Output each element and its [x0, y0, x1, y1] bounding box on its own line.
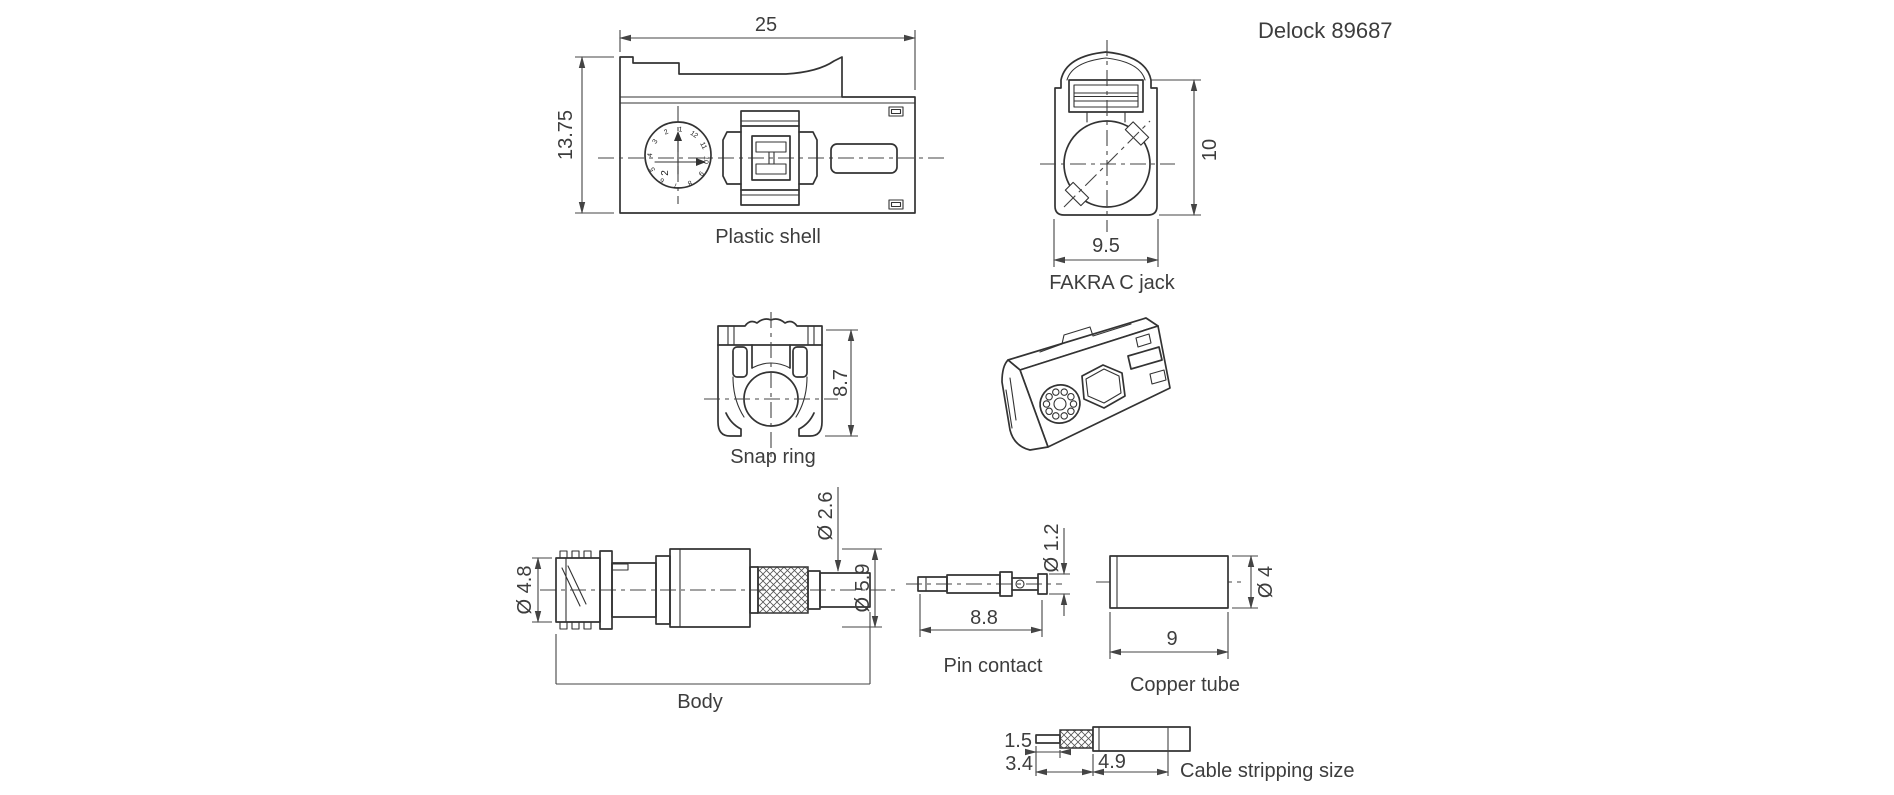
shell-window — [830, 143, 898, 174]
label-body: Body — [677, 691, 723, 713]
dial-3d-dot — [1052, 388, 1060, 396]
dial-number-4: 4 — [647, 153, 654, 158]
dial-number-11: 11 — [698, 141, 707, 151]
dim-text-9: 9 — [1166, 628, 1177, 650]
dial-number-12: 12 — [689, 130, 699, 140]
dial-3d-dot — [1045, 392, 1053, 401]
dim-text-13-75: 13.75 — [555, 110, 577, 160]
view-fakra-jack: 9.5 10 FAKRA C jack — [1040, 40, 1221, 294]
dim-strip-conductor: 1.5 — [1004, 730, 1071, 756]
dim-body-outer: Ø 4.8 — [514, 557, 552, 623]
dim-strip-dielectric: 3.4 — [1005, 753, 1094, 776]
dial-number-2: 2 — [663, 129, 670, 137]
dim-text-5-9: Ø 5.9 — [852, 564, 874, 613]
dim-text-4-9: 4.9 — [1098, 751, 1126, 773]
dim-text-1-5: 1.5 — [1004, 730, 1032, 752]
dim-plastic-shell-width: 25 — [619, 14, 916, 90]
dim-tube-length: 9 — [1109, 612, 1229, 659]
dim-text-1-2: Ø 1.2 — [1041, 524, 1063, 573]
dial-number-6: 6 — [659, 176, 666, 184]
dim-pin-length: 8.8 — [919, 594, 1043, 637]
dim-strip-jacket: 4.9 — [1092, 751, 1169, 776]
dial-3d-dot — [1069, 400, 1078, 408]
dial-arrow-up-icon — [674, 131, 682, 141]
dial-3d — [1039, 384, 1081, 424]
dim-text-8-7: 8.7 — [830, 369, 852, 397]
dim-text-25: 25 — [755, 14, 777, 36]
crimp-knurl — [757, 566, 809, 614]
latch-clip — [722, 110, 818, 206]
view-body: Ø 4.8 Ø 2.6 Ø 5.9 Body — [514, 487, 900, 713]
jack-key-block — [1068, 79, 1144, 113]
dim-text-4-8: Ø 4.8 — [514, 566, 536, 615]
dial-3d-dot — [1045, 407, 1053, 416]
dial-number-9: 9 — [696, 170, 704, 177]
dim-pin-diameter: Ø 1.2 — [1041, 524, 1070, 616]
dial-number-1: 1 — [678, 126, 683, 133]
label-plastic-shell: Plastic shell — [715, 226, 821, 248]
view-copper-tube: 9 Ø 4 Copper tube — [1096, 555, 1277, 696]
dial-3d-dot — [1060, 388, 1068, 396]
dim-snap-ring-height: 8.7 — [825, 329, 858, 437]
label-fakra-jack: FAKRA C jack — [1049, 272, 1176, 294]
dial-3d-dot — [1060, 412, 1068, 420]
dim-plastic-shell-height: 13.75 — [555, 56, 614, 214]
label-pin-contact: Pin contact — [944, 655, 1043, 677]
dim-body-inner: Ø 2.6 — [815, 487, 842, 572]
dial-number-8: 8 — [686, 178, 693, 186]
mount-holes — [888, 106, 904, 210]
dial-3d-dot — [1052, 412, 1060, 420]
dim-text-9-5: 9.5 — [1092, 235, 1120, 257]
dial-number-10: 10 — [702, 156, 710, 164]
dim-tube-diameter: Ø 4 — [1232, 555, 1277, 609]
dial-number-3: 3 — [651, 138, 659, 145]
dim-text-3-4: 3.4 — [1005, 753, 1033, 775]
dial-arrow-icon — [696, 158, 706, 166]
dial-pointer-value: 2 — [660, 170, 671, 176]
dim-text-10: 10 — [1199, 139, 1221, 161]
cable-braid — [1059, 729, 1094, 749]
label-cable-stripping: Cable stripping size — [1180, 760, 1355, 782]
dim-fakra-width: 9.5 — [1053, 219, 1159, 267]
dim-text-2-6: Ø 2.6 — [815, 492, 837, 541]
dim-fakra-height: 10 — [1151, 79, 1221, 216]
body-extent-bracket — [555, 612, 871, 685]
dial-3d-dot — [1067, 392, 1075, 401]
label-copper-tube: Copper tube — [1130, 674, 1240, 696]
view-snap-ring: 8.7 Snap ring — [704, 312, 858, 468]
dial-number-5: 5 — [649, 166, 657, 173]
view-cable-stripping: 1.5 3.4 4.9 Cable stripping size — [1004, 726, 1355, 782]
dim-text-o4: Ø 4 — [1255, 566, 1277, 598]
cable-jacket — [1092, 726, 1191, 752]
dial-3d-dot — [1067, 407, 1075, 416]
drawing-title: Delock 89687 — [1258, 18, 1393, 43]
view-connector-3d — [1001, 317, 1171, 451]
dim-text-8-8: 8.8 — [970, 607, 998, 629]
dial-number-7: 7 — [673, 181, 678, 188]
view-pin-contact: Ø 1.2 8.8 Pin contact — [906, 524, 1070, 677]
dial-3d-dots — [1042, 388, 1078, 420]
dim-body-crimp: Ø 5.9 — [842, 548, 882, 628]
dial-3d-dot — [1042, 400, 1051, 408]
label-snap-ring: Snap ring — [730, 446, 816, 468]
